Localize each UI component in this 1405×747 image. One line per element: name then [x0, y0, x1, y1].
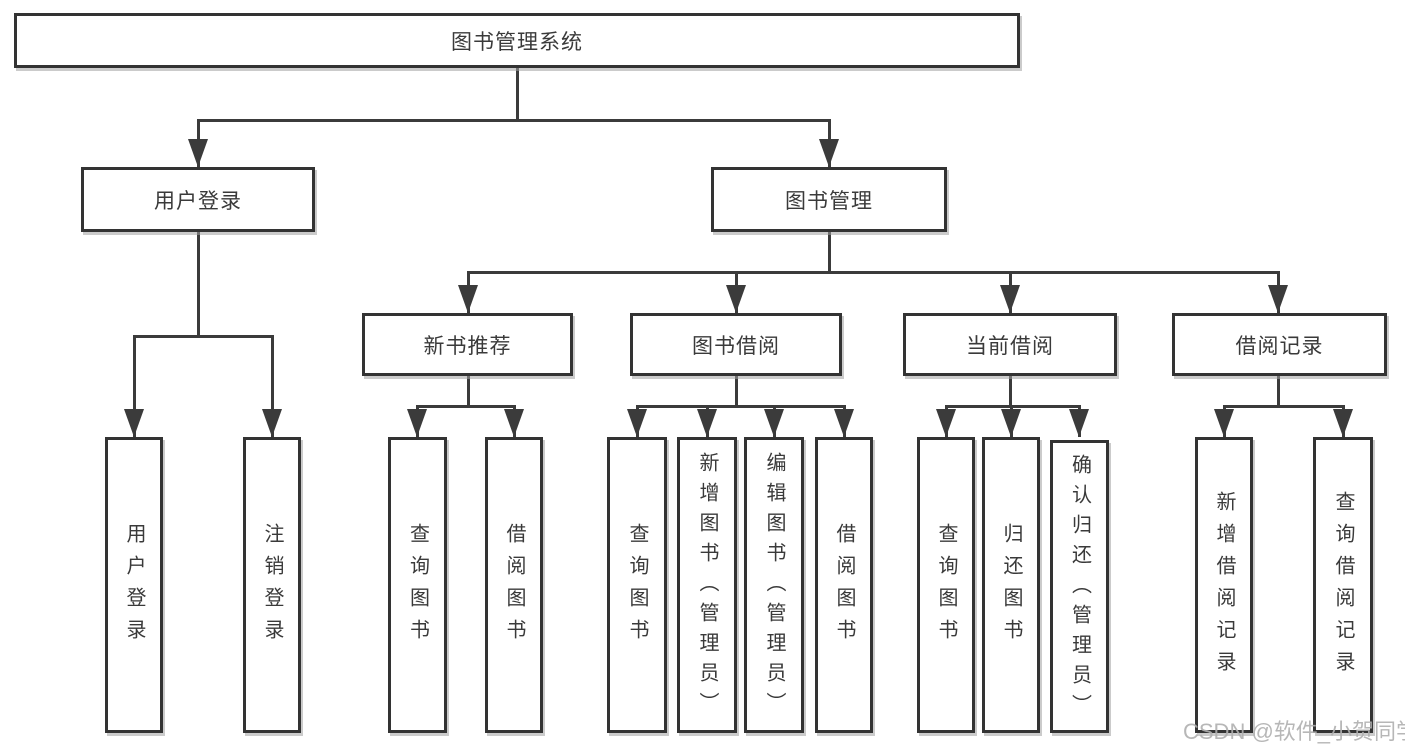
arrowhead-down-icon [1000, 285, 1020, 313]
arrowhead-down-icon [262, 409, 282, 437]
arrowhead-down-icon [1333, 409, 1353, 437]
arrowhead-down-icon [819, 139, 839, 167]
arrowhead-down-icon [834, 409, 854, 437]
leaf-confirm-return-admin: 确认归还（管理员） [1050, 440, 1109, 733]
connector-line [516, 68, 519, 121]
arrowhead-down-icon [764, 409, 784, 437]
arrowhead-down-icon [407, 409, 427, 437]
connector-line [467, 271, 1279, 274]
leaf-return-books: 归还图书 [982, 437, 1040, 733]
leaf-add-borrow-record: 新增借阅记录 [1195, 437, 1253, 733]
arrowhead-down-icon [504, 409, 524, 437]
connector-line [1223, 405, 1344, 408]
node-book-management: 图书管理 [711, 167, 947, 232]
arrowhead-down-icon [1268, 285, 1288, 313]
node-new-book-recommend: 新书推荐 [362, 313, 573, 376]
arrowhead-down-icon [124, 409, 144, 437]
connector-line [945, 405, 1081, 408]
connector-line [1277, 375, 1280, 407]
node-borrow-records: 借阅记录 [1172, 313, 1387, 376]
node-user-login: 用户登录 [81, 167, 315, 232]
node-current-borrow: 当前借阅 [903, 313, 1117, 376]
arrowhead-down-icon [697, 409, 717, 437]
leaf-edit-books-admin: 编辑图书（管理员） [744, 437, 804, 733]
connector-line [133, 335, 136, 437]
leaf-query-borrow-record: 查询借阅记录 [1313, 437, 1373, 733]
leaf-borrow-books-recommend: 借阅图书 [485, 437, 543, 733]
connector-line [636, 405, 845, 408]
leaf-query-books-current: 查询图书 [917, 437, 975, 733]
arrowhead-down-icon [1214, 409, 1234, 437]
leaf-query-books-recommend: 查询图书 [388, 437, 447, 733]
arrowhead-down-icon [936, 409, 956, 437]
leaf-borrow-books-borrow: 借阅图书 [815, 437, 873, 733]
connector-line [416, 405, 516, 408]
leaf-query-books-borrow: 查询图书 [607, 437, 667, 733]
connector-line [828, 232, 831, 273]
csdn-watermark: CSDN @软件_小贺同学 [1183, 719, 1405, 744]
node-book-borrow: 图书借阅 [630, 313, 842, 376]
connector-line [197, 232, 200, 337]
connector-line [467, 375, 470, 407]
arrowhead-down-icon [726, 285, 746, 313]
arrowhead-down-icon [458, 285, 478, 313]
arrowhead-down-icon [188, 139, 208, 167]
connector-line [197, 119, 831, 122]
node-root-system: 图书管理系统 [14, 13, 1020, 68]
connector-line [133, 335, 273, 338]
arrowhead-down-icon [627, 409, 647, 437]
leaf-add-books-admin: 新增图书（管理员） [677, 437, 737, 733]
leaf-logout-login: 注销登录 [243, 437, 301, 733]
leaf-user-login: 用户登录 [105, 437, 163, 733]
connector-line [271, 335, 274, 437]
arrowhead-down-icon [1001, 409, 1021, 437]
arrowhead-down-icon [1069, 409, 1089, 437]
connector-line [1009, 375, 1012, 407]
connector-line [735, 375, 738, 407]
